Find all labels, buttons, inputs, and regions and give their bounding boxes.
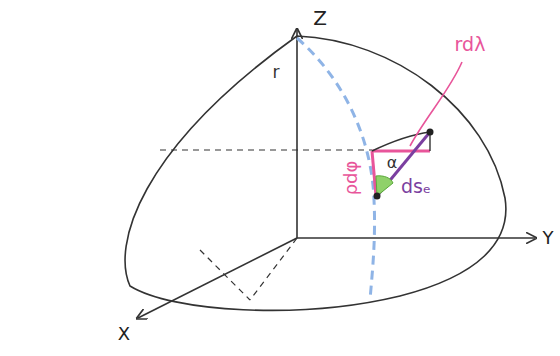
arc-length-label: rdλ	[455, 35, 486, 54]
axis-label: Z	[313, 8, 327, 28]
angle-label: α	[387, 155, 398, 171]
x-axis	[138, 238, 297, 318]
dashed-line	[200, 250, 250, 300]
dashed-line	[250, 238, 297, 300]
y-axis	[297, 237, 535, 239]
element-edge	[372, 132, 430, 151]
dse-segment	[377, 132, 430, 196]
rdlambda-segment	[372, 150, 430, 153]
axis-label: Y	[543, 229, 554, 247]
rhodphi-segment	[372, 151, 376, 196]
element-length-label: dsₑ	[401, 177, 431, 196]
z-axis	[296, 30, 298, 238]
meridian-curve	[297, 38, 375, 300]
point	[427, 129, 434, 136]
axis-label: X	[118, 325, 130, 343]
leader-line	[410, 62, 462, 146]
radius-label: r	[273, 64, 280, 81]
arc-length-label: ρdφ	[342, 161, 360, 196]
dashed-line	[160, 149, 372, 150]
surface-outline	[125, 36, 506, 310]
point	[374, 193, 381, 200]
